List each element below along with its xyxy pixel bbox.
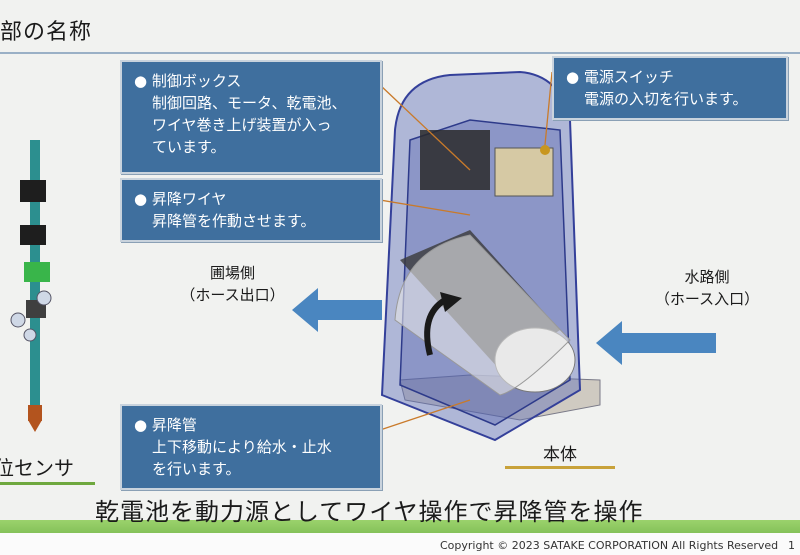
header-divider — [0, 52, 800, 54]
leader-lines — [379, 71, 553, 431]
callout-power-switch: 電源スイッチ 電源の入切を行います。 — [552, 56, 788, 120]
water-level-sensor-illustration — [10, 140, 52, 432]
copyright-text: Copyright © 2023 SATAKE CORPORATION All … — [440, 539, 779, 552]
main-body-illustration — [380, 70, 601, 442]
callout-wire-text: 昇降管を作動させます。 — [152, 212, 316, 230]
main-body-underline — [505, 466, 615, 469]
callout-control-box: 制御ボックス 制御回路、モータ、乾電池、 ワイヤ巻き上げ装置が入っ ています。 — [120, 60, 382, 174]
callout-power-switch-text: 電源の入切を行います。 — [584, 90, 748, 108]
sensor-underline — [0, 482, 95, 485]
callout-power-switch-title: 電源スイッチ — [566, 66, 774, 88]
callout-lift-pipe-title: 昇降管 — [134, 414, 368, 436]
page-title: 部の名称 — [0, 20, 93, 45]
water-side-label: 水路側 （ホース入口） — [632, 266, 782, 310]
water-side-title: 水路側 — [684, 268, 730, 286]
field-side-title: 圃場側 — [209, 264, 255, 282]
page-number: 1 — [788, 539, 795, 552]
arrow-water-side — [596, 321, 716, 365]
callout-lift-pipe: 昇降管 上下移動により給水・止水 を行います。 — [120, 404, 382, 490]
summary-caption: 乾電池を動力源としてワイヤ操作で昇降管を操作 — [95, 498, 644, 526]
callout-control-box-text: 制御回路、モータ、乾電池、 ワイヤ巻き上げ装置が入っ ています。 — [152, 94, 347, 156]
hose-outlet-label: （ホース出口） — [180, 286, 285, 304]
callout-control-box-title: 制御ボックス — [134, 70, 368, 92]
main-body-label: 本体 — [543, 445, 577, 465]
sensor-label: 位センサ — [0, 456, 74, 480]
field-side-label: 圃場側 （ホース出口） — [165, 262, 300, 306]
hose-inlet-label: （ホース入口） — [654, 290, 760, 308]
callout-wire: 昇降ワイヤ 昇降管を作動させます。 — [120, 178, 382, 242]
arrow-field-side — [292, 288, 382, 332]
footer-strip — [0, 533, 800, 555]
callout-wire-title: 昇降ワイヤ — [134, 188, 368, 210]
callout-lift-pipe-text: 上下移動により給水・止水 を行います。 — [152, 438, 332, 478]
